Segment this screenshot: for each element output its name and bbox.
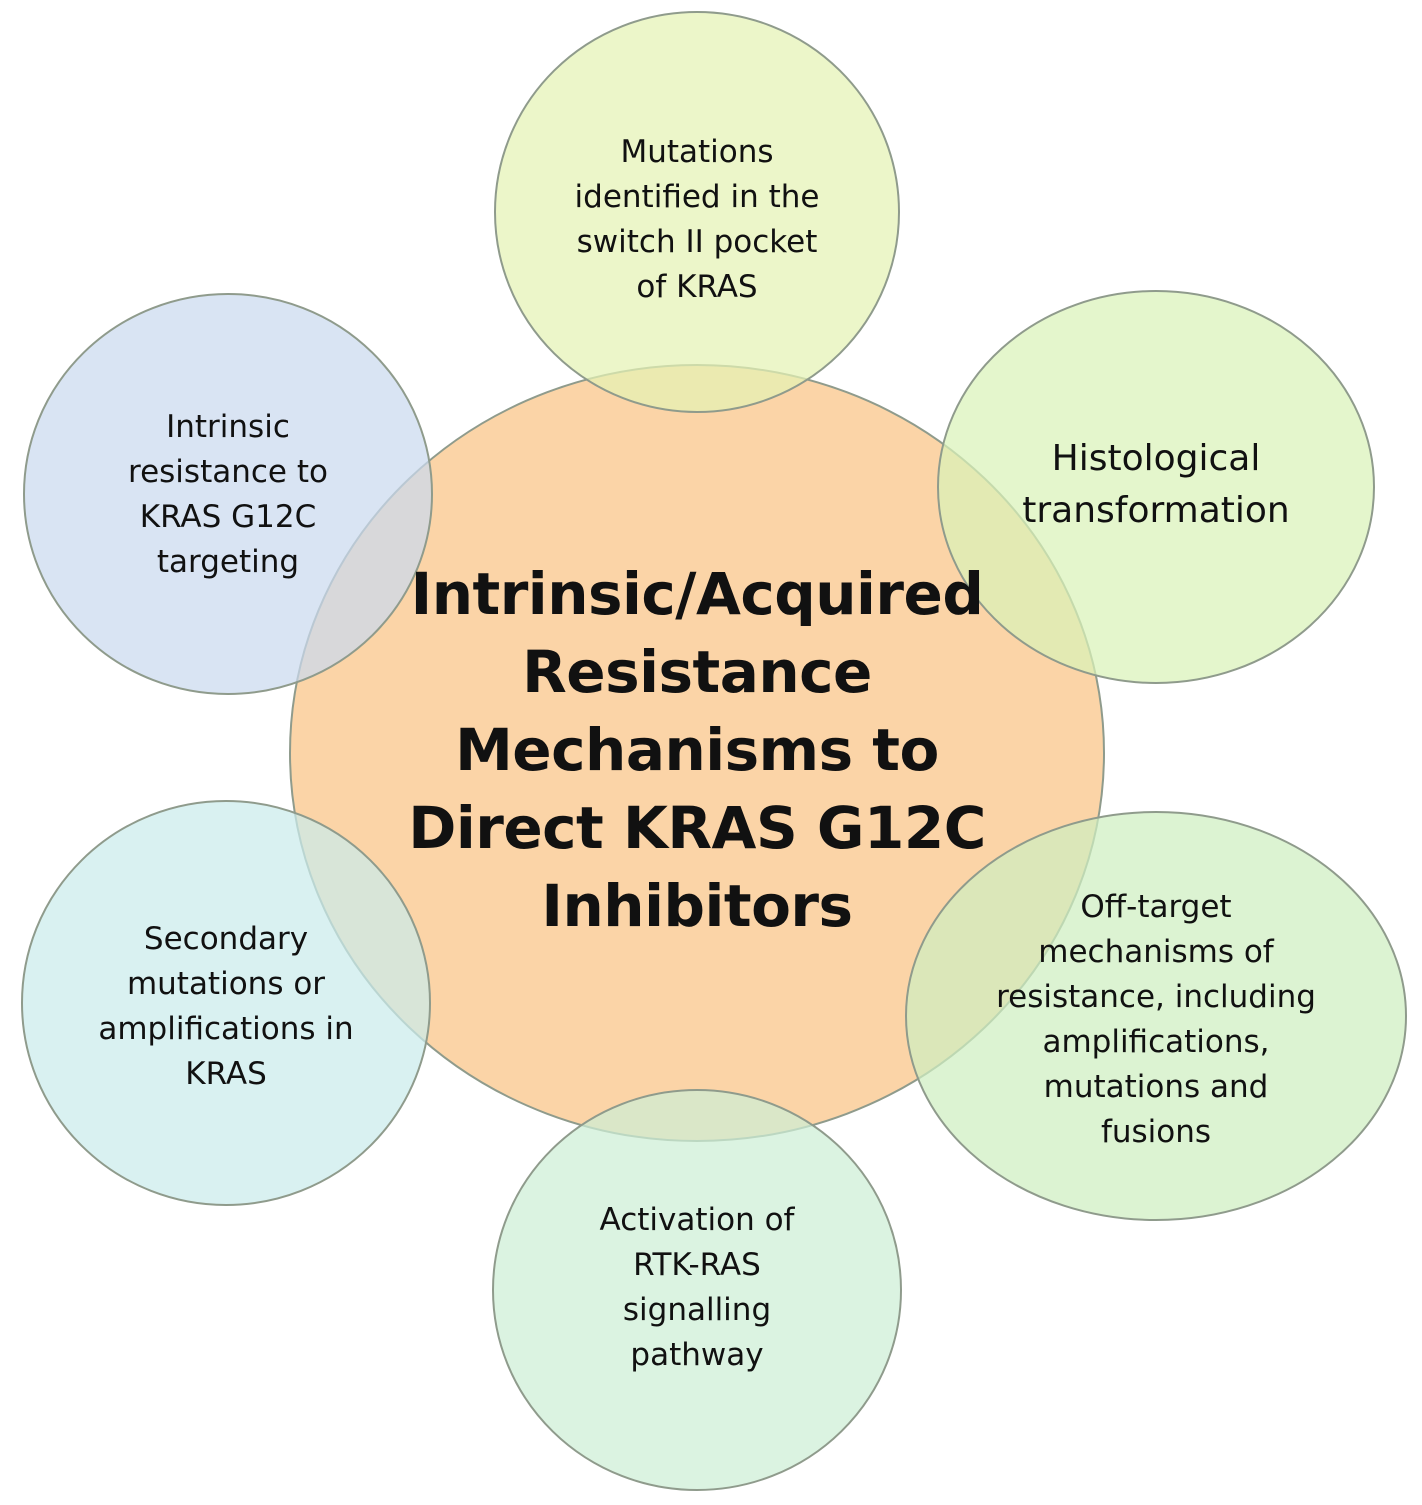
satellite-circle-upper-left xyxy=(23,293,433,695)
satellite-label-bottom: Activation of RTK-RAS signalling pathway xyxy=(599,1202,795,1373)
satellite-label-upper-right: Histological transformation xyxy=(1022,438,1290,531)
satellite-label-lower-right: Off-target mechanisms of resistance, inc… xyxy=(996,889,1316,1150)
satellite-circle-lower-right xyxy=(905,811,1407,1221)
center-title: Intrinsic/Acquired Resistance Mechanisms… xyxy=(408,560,986,940)
satellite-label-lower-left: Secondary mutations or amplifications in… xyxy=(98,921,354,1092)
satellite-circle-top xyxy=(494,11,900,413)
satellite-circle-lower-left xyxy=(21,800,431,1206)
satellite-circle-bottom xyxy=(492,1089,902,1491)
satellite-label-upper-left: Intrinsic resistance to KRAS G12C target… xyxy=(128,409,328,580)
satellite-label-top: Mutations identified in the switch II po… xyxy=(574,134,820,305)
satellite-circle-upper-right xyxy=(937,290,1375,684)
